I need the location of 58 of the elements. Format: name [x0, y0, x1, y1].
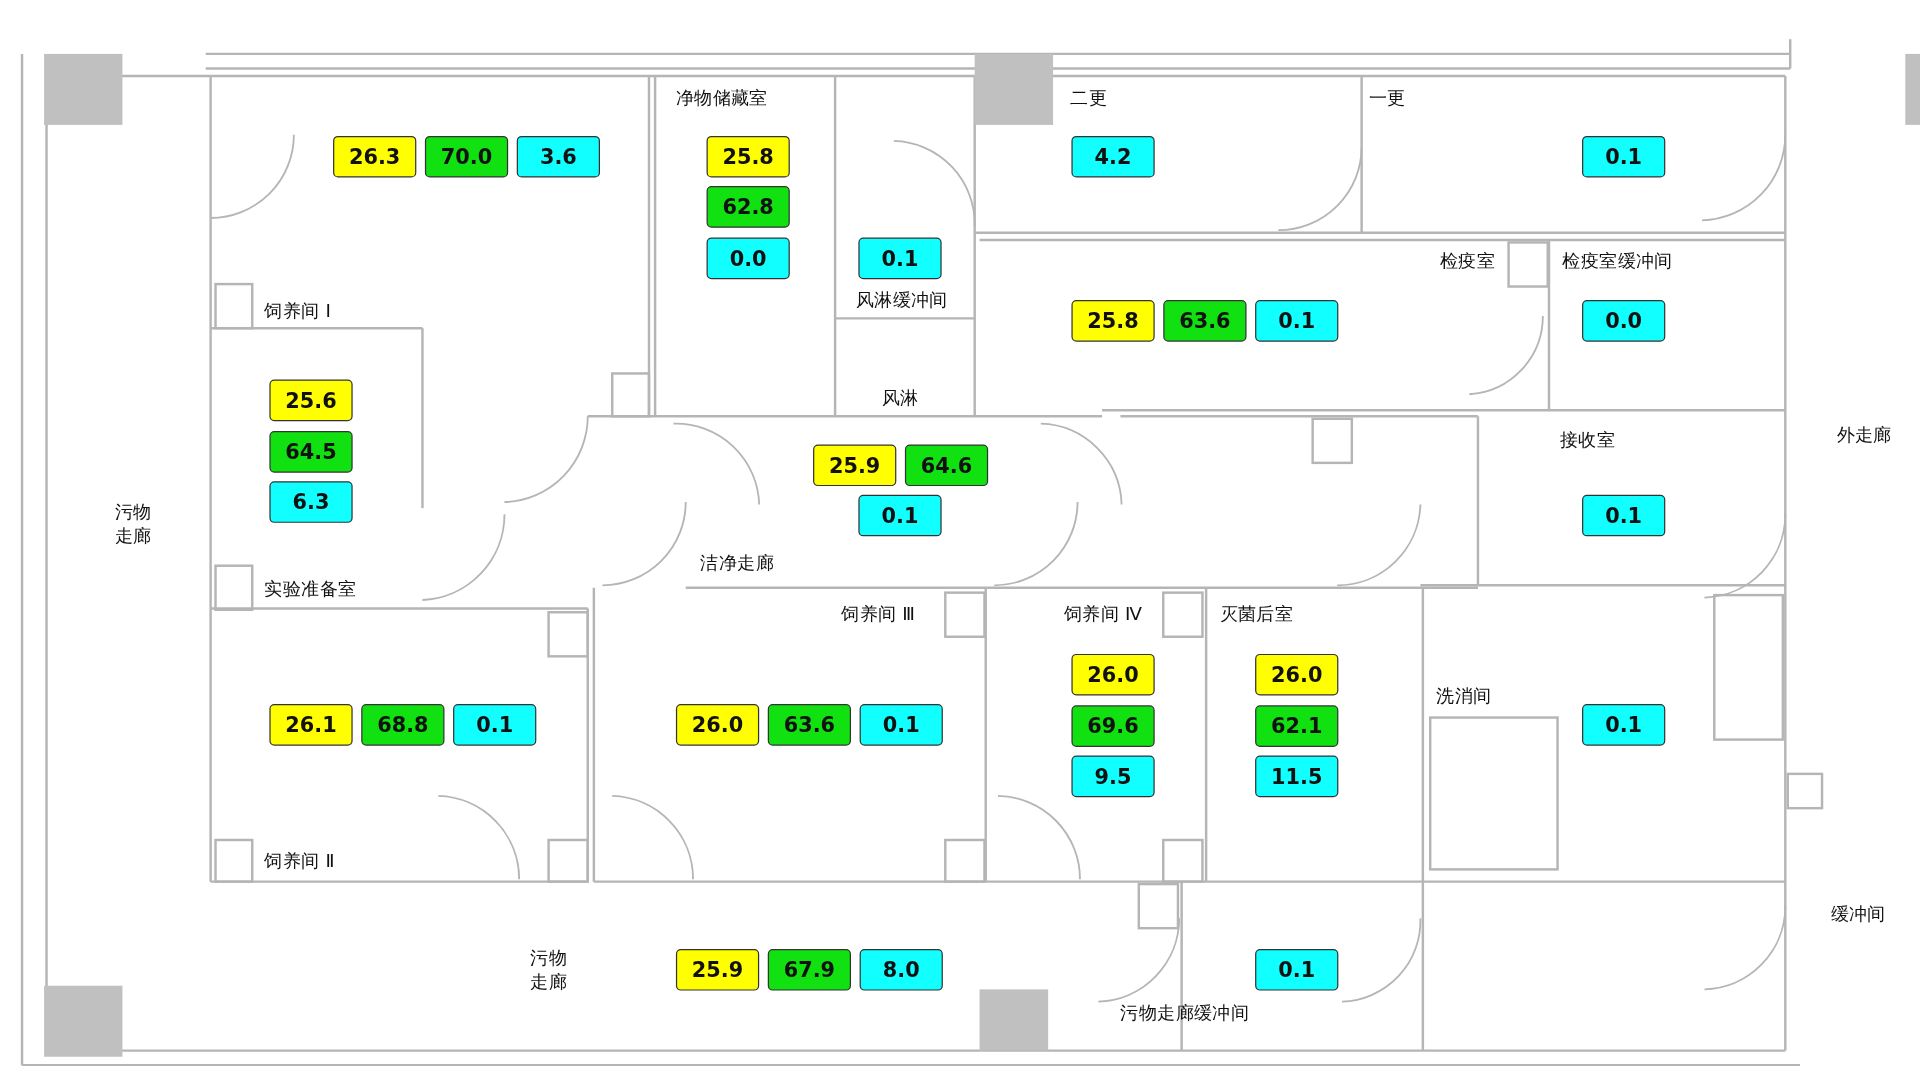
room-label: 灭菌后室: [1219, 601, 1294, 626]
room-label: 风淋缓冲间: [855, 288, 948, 313]
room-label: 检疫室缓冲间: [1562, 248, 1673, 274]
room-label: 实验准备室: [264, 576, 357, 602]
value-badge: 0.1: [858, 237, 942, 280]
value-badge: 63.6: [767, 704, 851, 746]
room-label: 风淋: [881, 385, 919, 411]
room-label: 检疫室: [1440, 248, 1496, 274]
value-badge: 26.3: [333, 135, 417, 178]
value-badge: 0.1: [1582, 494, 1666, 537]
room-label: 饲养间 Ⅱ: [264, 848, 335, 874]
room-label: 饲养间 Ⅳ: [1064, 601, 1142, 626]
value-badge: 26.0: [675, 704, 760, 746]
value-badge: 64.6: [904, 444, 989, 487]
value-badge: 67.9: [767, 949, 851, 991]
room-label: 缓冲间: [1830, 901, 1886, 926]
value-badge: 25.8: [1071, 300, 1155, 342]
room-label: 洗消间: [1436, 683, 1492, 708]
room-label: 一更: [1369, 85, 1406, 111]
value-badge: 25.9: [675, 949, 760, 991]
value-badge: 0.1: [1582, 704, 1666, 746]
value-badge: 68.8: [361, 704, 445, 746]
value-badge: 62.1: [1255, 705, 1339, 747]
room-label: 净物储藏室: [675, 85, 768, 111]
value-badge: 26.0: [1255, 653, 1339, 696]
value-badge: 4.2: [1071, 135, 1155, 178]
room-label: 污物走廊: [115, 499, 153, 549]
value-badge: 6.3: [269, 481, 353, 523]
room-label: 外走廊: [1836, 422, 1892, 447]
value-badge: 69.6: [1071, 705, 1155, 747]
value-badge: 25.9: [813, 444, 897, 487]
value-badge: 8.0: [859, 949, 943, 991]
value-badge: 0.1: [859, 704, 943, 746]
room-label: 污物走廊: [530, 945, 568, 995]
value-badge: 26.1: [269, 704, 353, 746]
room-label: 接收室: [1560, 427, 1616, 452]
room-label: 饲养间 Ⅲ: [841, 601, 915, 626]
value-badge: 25.8: [706, 135, 790, 178]
room-label: 洁净走廊: [700, 551, 774, 576]
room-label: 饲养间 Ⅰ: [264, 299, 331, 324]
value-badge: 26.0: [1071, 653, 1155, 696]
value-badge: 0.0: [1582, 300, 1666, 342]
value-badge: 9.5: [1071, 755, 1155, 798]
room-label: 二更: [1070, 85, 1107, 111]
value-badge: 63.6: [1163, 300, 1247, 342]
value-badge: 62.8: [706, 186, 790, 228]
value-badge: 0.0: [706, 237, 790, 280]
value-badge: 0.1: [858, 494, 942, 537]
value-badge: 3.6: [516, 135, 600, 178]
value-badge: 64.5: [269, 431, 353, 473]
value-badge: 25.6: [269, 379, 353, 422]
value-badge: 0.1: [453, 704, 537, 746]
room-label: 污物走廊缓冲间: [1120, 1000, 1249, 1025]
value-badge: 0.1: [1582, 135, 1666, 178]
value-badge: 70.0: [424, 135, 509, 178]
value-badge: 0.1: [1255, 300, 1339, 342]
value-badge: 0.1: [1255, 949, 1339, 991]
value-badge: 11.5: [1255, 755, 1339, 798]
